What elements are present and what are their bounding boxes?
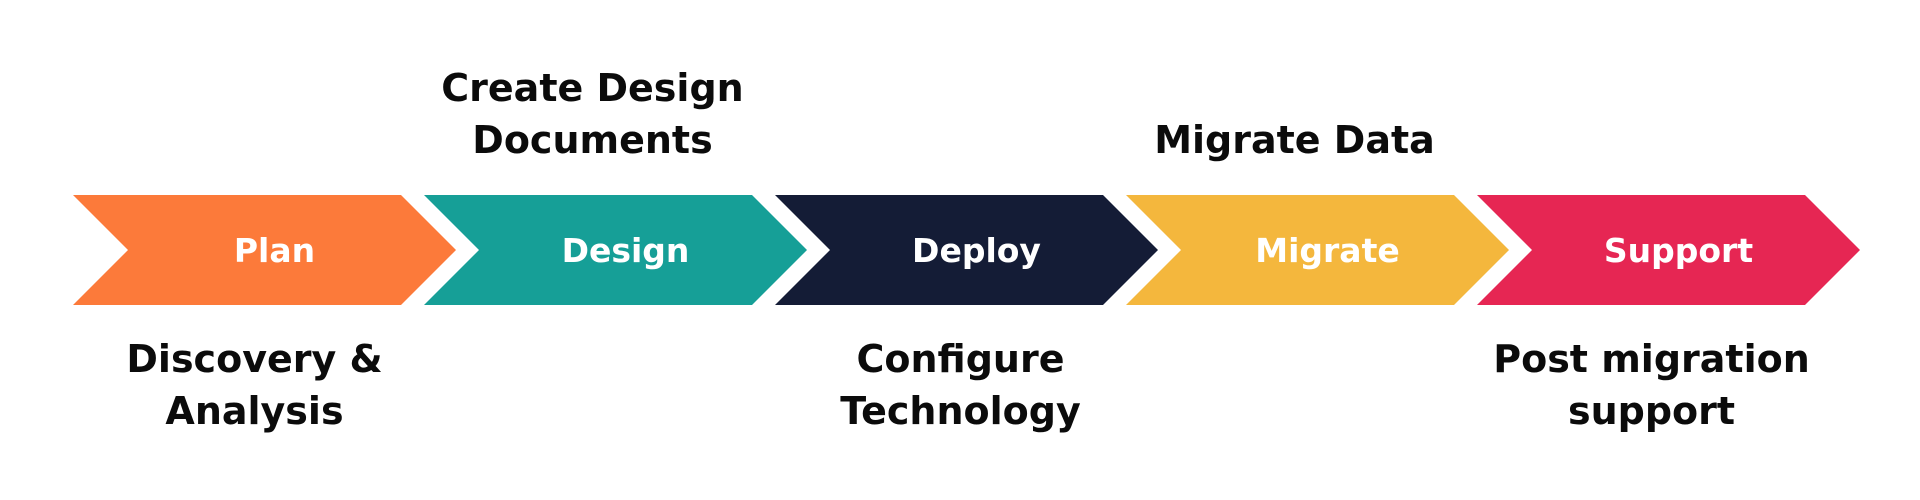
chevron-label-migrate: Migrate: [1255, 231, 1399, 270]
chevron-row: Plan Design Deploy Migrate Support: [73, 195, 1860, 305]
annotation-design-line-1: Create Design: [441, 66, 743, 110]
chevron-deploy: [775, 195, 1158, 305]
chevron-migrate: [1126, 195, 1509, 305]
annotation-deploy-line-1: Configure: [857, 337, 1065, 381]
chevron-label-deploy: Deploy: [912, 231, 1041, 270]
annotation-layer: Discovery & Analysis Create DesignDocument…: [126, 66, 1809, 433]
annotation-plan-line-1: Discovery &: [126, 337, 382, 381]
chevron-design: [424, 195, 807, 305]
chevron-label-support: Support: [1604, 231, 1753, 270]
annotation-migrate-line-1: Migrate Data: [1154, 118, 1435, 162]
chevron-support: [1477, 195, 1860, 305]
chevron-label-design: Design: [562, 231, 690, 270]
chevron-label-plan: Plan: [234, 231, 315, 270]
annotation-support-line-2: support: [1568, 389, 1735, 433]
annotation-plan-line-2: Analysis: [165, 389, 343, 433]
chevron-plan: [73, 195, 456, 305]
annotation-deploy-line-2: Technology: [840, 389, 1081, 433]
annotation-design-line-2: Documents: [472, 118, 712, 162]
annotation-support-line-1: Post migration: [1493, 337, 1810, 381]
